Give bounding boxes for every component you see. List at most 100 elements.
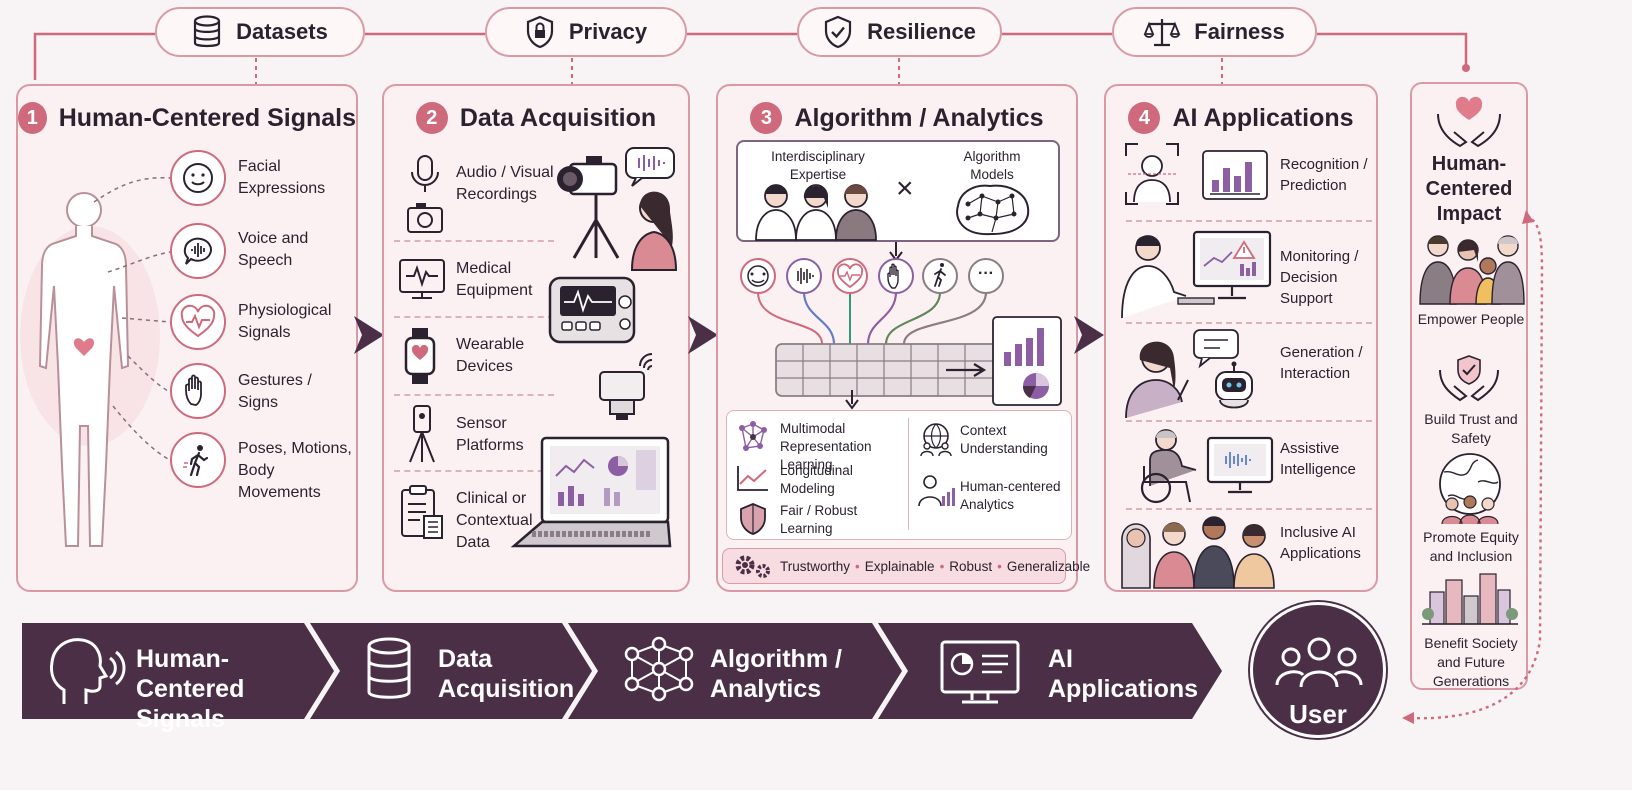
bar-chart-card-icon	[1202, 150, 1268, 200]
pipeline-label: Algorithm / Analytics	[710, 645, 842, 703]
flow-arrow-icon	[354, 316, 384, 354]
microphone-camera-icon	[407, 155, 443, 233]
quality-separator: •	[997, 558, 1002, 574]
wireless-sensor-illustration	[599, 353, 653, 420]
woman-robot-illustration	[1125, 329, 1253, 419]
sensor-tripod-icon	[409, 405, 435, 463]
database-icon	[367, 637, 411, 699]
head-speaking-icon	[50, 638, 126, 704]
smartwatch-icon	[404, 328, 436, 384]
globe-people-icon	[920, 423, 952, 457]
dashboard-monitor-icon	[940, 640, 1020, 704]
human-body-illustration	[20, 192, 160, 547]
signal-connectors	[93, 177, 171, 461]
impact-label: Empower People	[1417, 311, 1525, 327]
neural-network-icon	[624, 636, 694, 702]
signal-label: Facial Expressions	[238, 158, 326, 197]
doctor-monitor-illustration	[1121, 230, 1272, 319]
principle-label: Privacy	[568, 19, 648, 44]
hands-heart-icon	[1437, 96, 1501, 148]
medical-monitor-icon	[399, 259, 445, 299]
acquisition-label: Sensor Platforms	[456, 415, 524, 454]
acquisition-label: Clinical or Contextual Data	[456, 490, 533, 551]
face-scan-icon	[1125, 143, 1179, 205]
panel-human-centered-impact: Human-Centered Impact Empower People Bui…	[1410, 82, 1528, 690]
city-skyline-icon	[1422, 573, 1518, 625]
video-camera-icon	[557, 156, 620, 259]
diverse-group-illustration	[1121, 516, 1275, 589]
application-label: Inclusive AI Applications	[1280, 524, 1361, 562]
quality-label: Trustworthy	[780, 558, 851, 574]
walking-person-icon	[170, 432, 226, 488]
application-label: Generation / Interaction	[1280, 344, 1363, 382]
principle-label: Resilience	[867, 19, 976, 44]
user-circle[interactable]: User	[1250, 602, 1386, 738]
signal-label: Gestures / Signs	[238, 372, 312, 411]
quality-label: Robust	[949, 558, 993, 574]
pipeline-label: Human-Centered Signals	[136, 645, 245, 733]
brain-network-icon	[956, 184, 1030, 236]
check-shield-icon	[824, 15, 852, 49]
application-label: Monitoring / Decision Support	[1280, 248, 1359, 307]
principles-connector	[33, 32, 1470, 84]
clipboard-icon	[401, 485, 443, 539]
wheelchair-assistive-illustration	[1140, 429, 1274, 504]
application-label: Assistive Intelligence	[1280, 440, 1356, 478]
hands-shield-icon	[1439, 355, 1499, 402]
impact-label: Benefit Society and Future Generations	[1424, 635, 1518, 689]
signal-label: Poses, Motions, Body Movements	[238, 440, 352, 501]
quality-label: Explainable	[864, 558, 935, 574]
signal-label: Physiological Signals	[238, 302, 332, 341]
shield-icon	[740, 503, 766, 535]
database-icon	[194, 15, 221, 48]
flow-arrow-icon	[688, 316, 718, 354]
pipeline-label: Data Acquisition	[438, 645, 575, 703]
methods-box	[726, 410, 1072, 540]
signal-label: Voice and Speech	[238, 230, 309, 269]
impact-label: Promote Equity and Inclusion	[1423, 529, 1519, 564]
globe-community-icon	[1439, 453, 1501, 525]
expertise-label: Interdisciplinary Expertise	[771, 149, 865, 182]
people-group-illustration	[1419, 235, 1525, 305]
experts-team-illustration	[755, 184, 877, 241]
person-chart-icon	[918, 475, 955, 507]
medical-device-illustration	[548, 276, 636, 344]
scales-icon	[1143, 19, 1181, 47]
lock-shield-icon	[526, 15, 553, 49]
user-label: User	[1289, 699, 1347, 729]
laptop-dashboard-illustration	[510, 436, 672, 548]
acquisition-label: Wearable Devices	[456, 336, 525, 375]
method-label: Human-centered Analytics	[960, 479, 1061, 512]
quality-separator: •	[939, 558, 945, 574]
method-label: Longitudinal Modeling	[780, 463, 853, 496]
voice-bubble-icon	[170, 223, 226, 279]
acquisition-label: Audio / Visual Recordings	[456, 164, 554, 203]
times-symbol: ×	[896, 172, 914, 205]
gears-icon	[735, 555, 770, 578]
feedback-arrow	[1402, 210, 1544, 724]
principle-datasets: Datasets	[155, 7, 365, 57]
principle-fairness: Fairness	[1112, 7, 1317, 57]
method-label: Fair / Robust Learning	[780, 503, 858, 536]
quality-separator: •	[855, 558, 860, 574]
impact-label: Build Trust and Safety	[1424, 411, 1518, 446]
acquisition-label: Medical Equipment	[456, 260, 533, 299]
flow-arrow-icon	[1074, 316, 1104, 354]
models-label: Algorithm Models	[963, 149, 1021, 182]
ellipsis-label: ···	[978, 265, 994, 282]
face-icon	[170, 150, 226, 206]
heart-pulse-icon	[170, 294, 226, 350]
users-icon	[1275, 637, 1363, 688]
trend-line-icon	[737, 466, 768, 491]
woman-speaking-illustration	[625, 147, 678, 271]
impact-title: Human-Centered Impact	[1425, 153, 1513, 225]
method-label: Context Understanding	[960, 423, 1048, 456]
